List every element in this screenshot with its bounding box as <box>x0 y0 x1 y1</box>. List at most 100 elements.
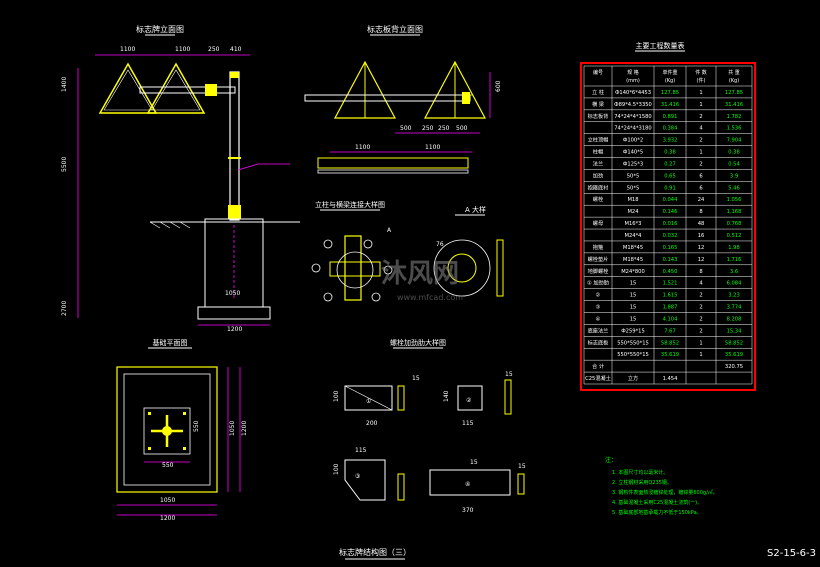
table-cell-11-0: 螺母 <box>593 219 603 227</box>
table-cell-4-4: 7.904 <box>727 138 743 144</box>
svg-text:④: ④ <box>465 481 470 488</box>
table-cell-12-3: 16 <box>698 233 705 239</box>
detail-title: 立柱与横梁连接大样图 <box>315 200 385 209</box>
table-cell-10-1: M24 <box>627 209 639 215</box>
table-cell-6-1: Ф125*3 <box>623 161 643 167</box>
table-cell-5-4: 0.38 <box>728 150 740 156</box>
table-cell-2-1: 74*24*4*1580 <box>614 114 652 120</box>
table-cell-6-0: 法兰 <box>593 159 603 167</box>
side-view: 标志板背立面图 600 500 250 250 500 1100 1100 <box>304 24 502 174</box>
table-cell-7-4: 3.9 <box>730 173 738 179</box>
dim-stiff2-370: 370 <box>462 507 474 514</box>
dim-side-250b: 250 <box>438 125 450 132</box>
table-cell-19-1: 15 <box>630 316 637 322</box>
dim-base-1050: 1050 <box>225 290 240 297</box>
table-cell-9-2: 0.044 <box>663 197 679 203</box>
dim-stiff2-100: 100 <box>333 463 340 475</box>
watermark: 沐风网 www.mfcad.com <box>381 259 463 302</box>
table-cell-0-4: 127.85 <box>725 90 743 96</box>
dim-left-upper: 1400 <box>61 77 68 92</box>
dim-stiff-115: 115 <box>462 420 474 427</box>
table-cell-19-0: ④ <box>596 316 601 322</box>
table-cell-10-2: 0.146 <box>663 209 678 215</box>
dim-stiff-100: 100 <box>333 390 340 402</box>
table-header-1: 规 格 <box>627 69 639 76</box>
quantity-table: 主要工程数量表 编号规 格(mm)单件重(Kg)件 数(件)共 重(Kg)立 柱… <box>580 41 756 391</box>
table-cell-2-3: 2 <box>699 114 702 120</box>
table-cell-10-3: 8 <box>699 209 702 215</box>
table-cell-4-1: Ф100*2 <box>623 138 643 144</box>
dim-plan-1200: 1200 <box>160 515 175 522</box>
table-cell-18-2: 1.887 <box>663 305 678 311</box>
table-cell-20-2: 7.67 <box>664 328 676 334</box>
dim-stiff-15: 15 <box>412 375 420 382</box>
table-header-unit-1: (mm) <box>626 78 640 84</box>
table-cell-8-0: 抱箍底衬 <box>588 183 609 191</box>
detail-a-title: A 大样 <box>465 205 486 214</box>
dim-top-410: 410 <box>230 46 242 53</box>
table-header-4: 共 重 <box>728 69 740 76</box>
table-cell-17-1: 15 <box>630 293 637 299</box>
table-cell-24-1: 立方 <box>628 374 638 382</box>
svg-text:③: ③ <box>355 473 360 480</box>
note-5: 5. 基础底部地基承载力不低于150kPa。 <box>612 509 702 516</box>
stiffener-title: 螺栓加劲肋大样图 <box>390 338 446 347</box>
notes: 注： 1. 本图尺寸均以毫米计。 2. 立柱钢材采用Q235钢。 3. 钢构件表… <box>605 456 718 516</box>
table-cell-4-2: 3.932 <box>663 138 678 144</box>
dim-detail-a: 76 <box>436 241 444 248</box>
table-cell-0-3: 1 <box>699 90 702 96</box>
table-cell-15-3: 8 <box>699 269 702 275</box>
table-cell-4-3: 2 <box>699 138 702 144</box>
table-cell-0-1: Ф140*6*4453 <box>615 90 651 96</box>
table-cell-6-4: 0.54 <box>728 161 740 167</box>
dim-stiff2-115: 115 <box>355 447 367 454</box>
table-cell-2-2: 0.891 <box>663 114 678 120</box>
table-cell-8-4: 5.46 <box>728 185 740 191</box>
dim-top-250: 250 <box>208 46 220 53</box>
elevation-title: 标志牌立面图 <box>136 24 184 34</box>
table-cell-18-1: 15 <box>630 305 637 311</box>
dim-plan-1050: 1050 <box>160 497 175 504</box>
table-cell-12-1: M24*4 <box>625 233 643 239</box>
table-cell-19-2: 4.104 <box>663 316 679 322</box>
dim-side-250: 250 <box>422 125 434 132</box>
table-cell-7-2: 0.65 <box>664 173 676 179</box>
sign-triangle-right <box>146 62 206 114</box>
table-cell-17-3: 2 <box>699 293 702 299</box>
table-cell-17-4: 3.23 <box>728 293 740 299</box>
table-cell-22-2: 35.619 <box>661 352 679 358</box>
table-cell-14-3: 12 <box>698 257 705 263</box>
table-cell-21-2: 58.852 <box>661 340 679 346</box>
dim-side-500b: 500 <box>456 125 468 132</box>
table-cell-2-0: 标志板背 <box>588 112 609 120</box>
table-cell-21-4: 58.852 <box>725 340 743 346</box>
table-cell-13-4: 1.98 <box>728 245 740 251</box>
table-cell-11-1: M16*3 <box>625 221 642 227</box>
dim-left-total: 5500 <box>61 157 68 172</box>
table-cell-14-0: 螺栓垫片 <box>588 255 609 263</box>
watermark-url: www.mfcad.com <box>397 293 463 302</box>
table-cell-3-2: 0.384 <box>663 126 679 132</box>
table-cell-9-3: 24 <box>698 197 705 203</box>
table-cell-23-0: 合 计 <box>592 362 604 370</box>
dim-plan-1200v: 1200 <box>241 421 248 436</box>
table-cell-7-0: 加劲 <box>593 171 603 179</box>
dim-plan-550v: 550 <box>193 420 200 432</box>
watermark-text: 沐风网 <box>381 259 459 289</box>
note-2: 2. 立柱钢材采用Q235钢。 <box>612 479 672 486</box>
dim-plan-1050v: 1050 <box>229 421 236 436</box>
beam-flange <box>205 84 217 96</box>
table-cell-16-4: 6.084 <box>727 281 743 287</box>
table-title: 主要工程数量表 <box>636 41 685 50</box>
dim-stiff-15b: 15 <box>505 371 513 378</box>
dim-side-600: 600 <box>495 80 502 92</box>
table-cell-13-2: 0.165 <box>663 245 678 251</box>
foundation-plan: 基础平面图 550 550 1050 1200 1050 1200 <box>116 338 248 522</box>
table-cell-15-4: 3.6 <box>730 269 738 275</box>
table-cell-10-4: 1.168 <box>727 209 742 215</box>
drawing-number: S2-15-6-3 <box>767 548 816 559</box>
dim-plan-550: 550 <box>162 462 174 469</box>
table-cell-16-2: 1.521 <box>663 281 678 287</box>
table-cell-16-3: 4 <box>699 281 703 287</box>
